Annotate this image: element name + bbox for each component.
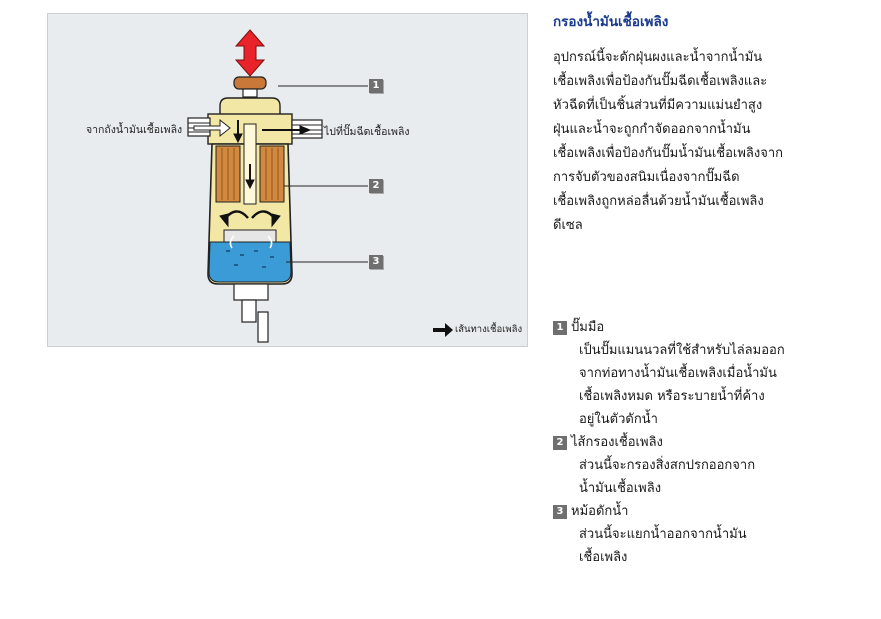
parts-list: 1 ปั๊มมือ เป็นปั๊มแมนนวลที่ใช้สำหรับไล่ลม… <box>553 316 873 569</box>
drain-valve <box>233 283 269 343</box>
description-line: การจับตัวของสนิมเนื่องจากปั๊มฉีด <box>553 170 740 185</box>
water-trap <box>208 229 292 283</box>
part-heading: 2 ไส้กรองเชื้อเพลิง <box>553 431 873 454</box>
inlet-label: จากถังน้ำมันเชื้อเพลิง <box>86 124 183 136</box>
part-badge-2: 2 <box>553 436 567 450</box>
description-line: ดีเซล <box>553 218 583 233</box>
part-description: เป็นปั๊มแมนนวลที่ใช้สำหรับไล่ลมออก จากท่… <box>553 339 873 431</box>
part-heading: 3 หม้อดักน้ำ <box>553 500 873 523</box>
description-line: หัวฉีดที่เป็นชิ้นส่วนที่มีความแม่นยำสูง <box>553 98 763 113</box>
part-item-hand-pump: 1 ปั๊มมือ เป็นปั๊มแมนนวลที่ใช้สำหรับไล่ลม… <box>553 316 873 431</box>
part-desc-line: ส่วนนี้จะกรองสิ่งสกปรกออกจาก <box>579 458 756 473</box>
part-name: ไส้กรองเชื้อเพลิง <box>571 435 663 450</box>
outlet-label: ไปที่ปั๊มฉีดเชื้อเพลิง <box>324 126 410 138</box>
part-badge-1: 1 <box>553 321 567 335</box>
callout-1: 1 <box>369 79 383 93</box>
part-name: หม้อดักน้ำ <box>571 504 629 519</box>
description-line: เชื้อเพลิงเพื่อป้องกันปั๊มน้ำมันเชื้อเพล… <box>553 146 784 161</box>
part-name: ปั๊มมือ <box>571 320 605 335</box>
description-line: อุปกรณ์นี้จะดักฝุ่นผงและน้ำจากน้ำมัน <box>553 50 763 65</box>
description-line: เชื้อเพลิงเพื่อป้องกันปั๊มฉีดเชื้อเพลิงแ… <box>553 74 768 89</box>
callout-3: 3 <box>369 255 383 269</box>
part-desc-line: เป็นปั๊มแมนนวลที่ใช้สำหรับไล่ลมออก <box>579 343 785 358</box>
part-desc-line: เชื้อเพลิง <box>579 550 628 565</box>
pump-direction-arrow <box>234 29 266 77</box>
part-description: ส่วนนี้จะกรองสิ่งสกปรกออกจาก น้ำมันเชื้อ… <box>553 454 873 500</box>
description-line: เชื้อเพลิงถูกหล่อลื่นด้วยน้ำมันเชื้อเพลิ… <box>553 194 764 209</box>
fuel-flow-arrows <box>193 118 312 249</box>
hand-pump-knob <box>233 76 267 98</box>
fuel-filter-diagram: 1 2 3 จากถังน้ำมันเชื้อเพลิง ไปที่ปั๊มฉี… <box>47 13 528 347</box>
part-heading: 1 ปั๊มมือ <box>553 316 873 339</box>
section-title: กรองน้ำมันเชื้อเพลิง <box>553 14 669 30</box>
part-desc-line: น้ำมันเชื้อเพลิง <box>579 481 662 496</box>
part-item-water-trap: 3 หม้อดักน้ำ ส่วนนี้จะแยกน้ำออกจากน้ำมัน … <box>553 500 873 569</box>
legend-label: เส้นทางเชื้อเพลิง <box>455 324 523 335</box>
fuel-filter-illustration <box>187 29 453 343</box>
part-desc-line: ส่วนนี้จะแยกน้ำออกจากน้ำมัน <box>579 527 747 542</box>
description-panel: กรองน้ำมันเชื้อเพลิง อุปกรณ์นี้จะดักฝุ่น… <box>553 10 873 238</box>
callout-leaders <box>278 85 368 263</box>
description-line: ฝุ่นและน้ำจะถูกกำจัดออกจากน้ำมัน <box>553 122 751 137</box>
part-desc-line: เชื้อเพลิงหมด หรือระบายน้ำที่ค้าง <box>579 389 765 404</box>
part-item-filter-element: 2 ไส้กรองเชื้อเพลิง ส่วนนี้จะกรองสิ่งสกปร… <box>553 431 873 500</box>
part-desc-line: อยู่ในตัวดักน้ำ <box>579 412 658 427</box>
description-text: อุปกรณ์นี้จะดักฝุ่นผงและน้ำจากน้ำมัน เชื… <box>553 46 873 238</box>
callout-2: 2 <box>369 179 383 193</box>
part-description: ส่วนนี้จะแยกน้ำออกจากน้ำมัน เชื้อเพลิง <box>553 523 873 569</box>
part-desc-line: จากท่อทางน้ำมันเชื้อเพลิงเมื่อน้ำมัน <box>579 366 777 381</box>
part-badge-3: 3 <box>553 505 567 519</box>
fuel-route-legend-arrow <box>433 323 453 337</box>
